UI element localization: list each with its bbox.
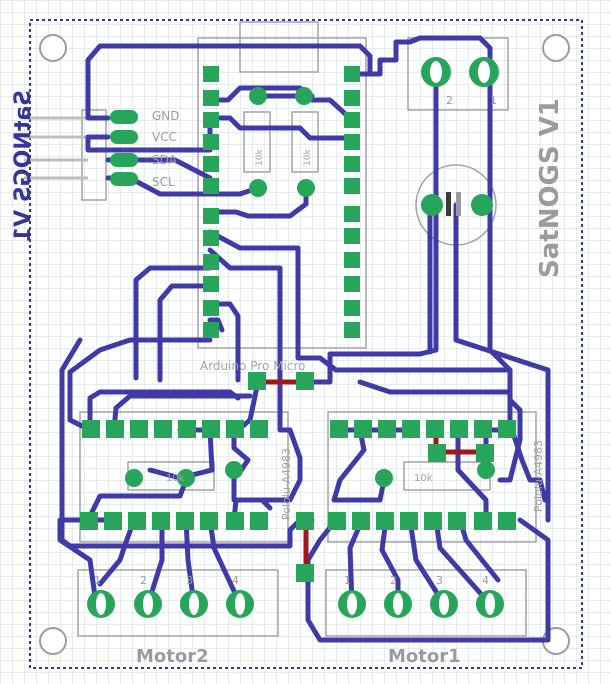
- motor1-pin-4: 4: [482, 574, 489, 587]
- board-outline: [29, 19, 583, 669]
- capacitor-symbol: [446, 192, 461, 216]
- motor2-pin-2: 2: [140, 574, 147, 587]
- component-pads: [80, 372, 516, 582]
- sensor-pin-sda: SDA: [152, 153, 178, 167]
- arduino-pads-left: [203, 66, 219, 338]
- motor1-pin-1: 1: [344, 574, 351, 587]
- sensor-header-pads: [110, 110, 138, 186]
- driver-right-label: Pololu-A4983: [532, 440, 545, 512]
- power-pin-1: 1: [490, 94, 497, 107]
- arduino-label: Arduino Pro Micro: [200, 359, 305, 373]
- driver-left-label: Pololu-A4983: [280, 448, 293, 520]
- resistor-left-label: 10k: [255, 149, 265, 166]
- motor2-label: Motor2: [136, 646, 209, 667]
- arduino-pads-right: [344, 66, 360, 338]
- motor2-pin-1: 1: [94, 574, 101, 587]
- pot-right-label: 10k: [414, 473, 433, 484]
- power-pin-2: 2: [446, 94, 453, 107]
- sensor-pin-gnd: GND: [152, 109, 180, 123]
- round-pads: [125, 87, 495, 487]
- motor-connector-pads: [87, 590, 504, 618]
- mirrored-board-label: SatNOGS V1: [11, 90, 36, 242]
- motor1-label: Motor1: [388, 646, 461, 667]
- board-title: SatNOGS V1: [535, 98, 565, 278]
- sensor-pin-vcc: VCC: [152, 130, 177, 144]
- motor2-pin-3: 3: [186, 574, 193, 587]
- resistor-right-label: 10k: [303, 149, 313, 166]
- motor2-pin-4: 4: [232, 574, 239, 587]
- pot-left-label: 10k: [166, 473, 185, 484]
- motor1-pin-2: 2: [390, 574, 397, 587]
- power-connector-pads: [421, 57, 499, 87]
- sensor-pin-scl: SCL: [152, 175, 175, 189]
- motor1-pin-3: 3: [436, 574, 443, 587]
